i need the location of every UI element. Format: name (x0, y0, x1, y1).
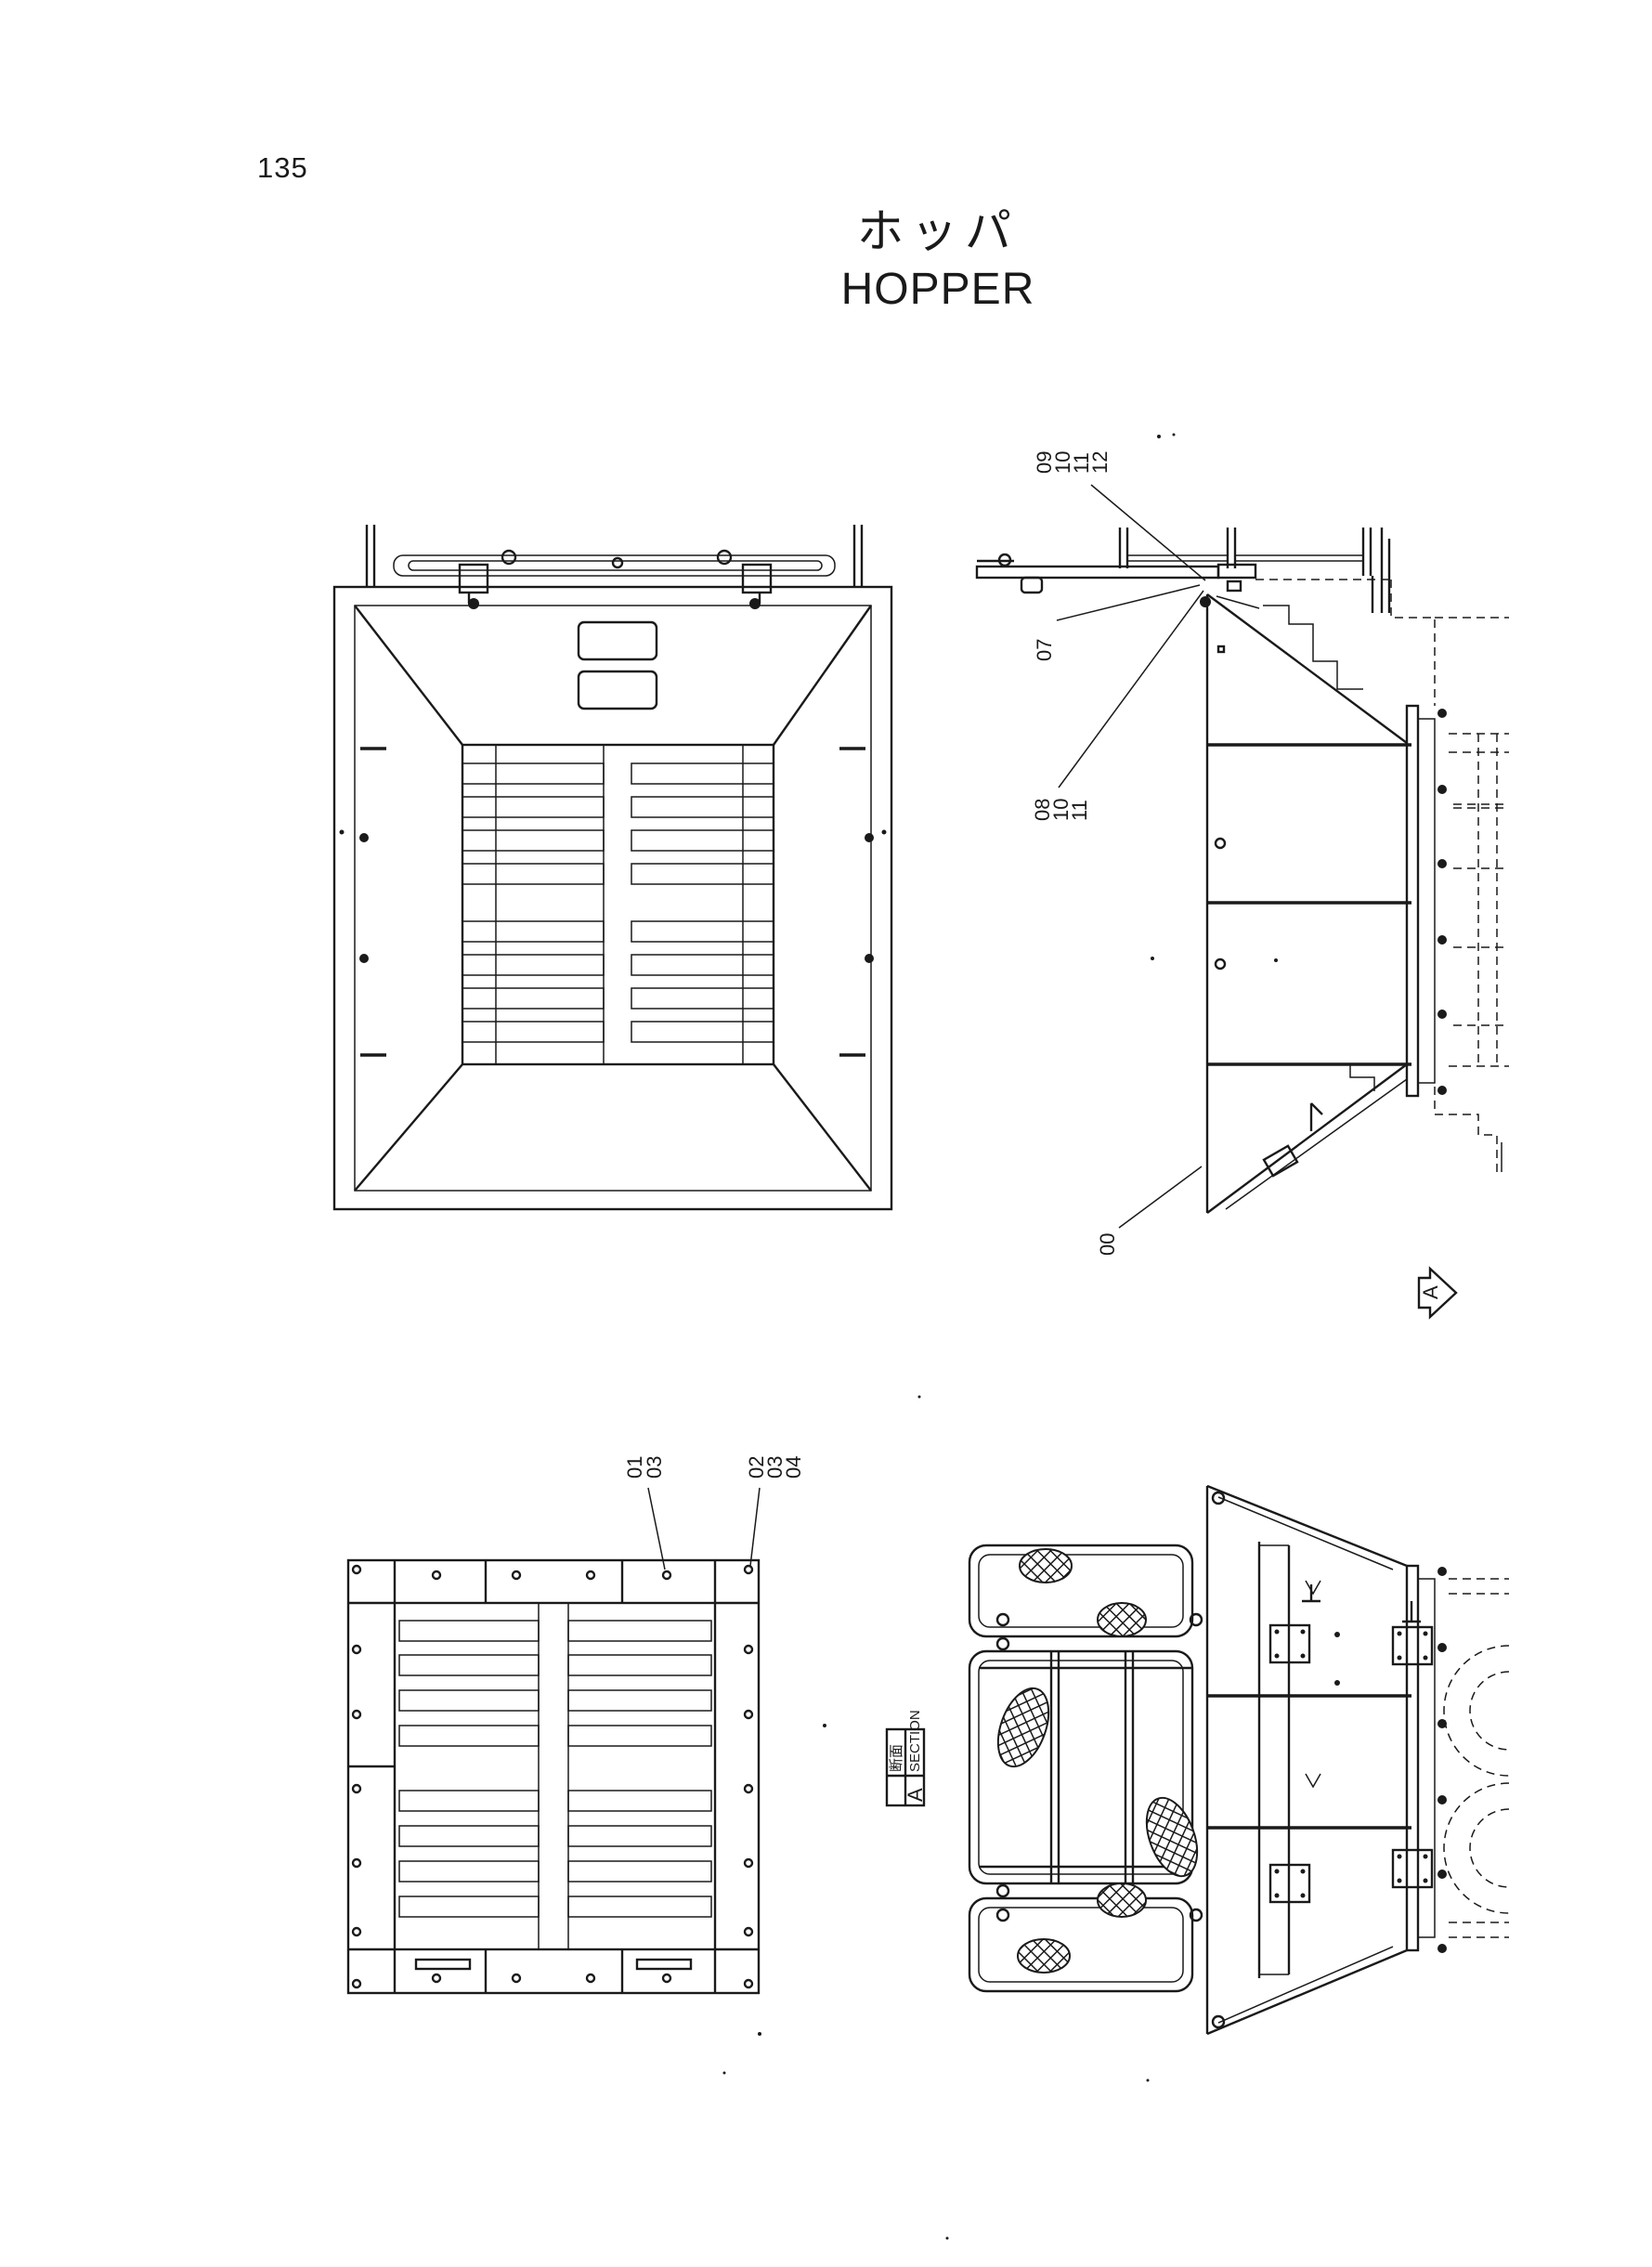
callout-12: 12 (1088, 451, 1112, 474)
callout-08: 08 (1031, 799, 1054, 821)
title-block: ホッパ HOPPER (734, 201, 1142, 318)
title-japanese: ホッパ (857, 204, 1019, 258)
callout-03: 03 (643, 1456, 666, 1479)
plan-outlet-opening (461, 743, 775, 1066)
bottom-callouts: 01 03 02 03 04 (623, 1456, 805, 1479)
section-label-letter: A (904, 1788, 927, 1802)
side-view: 09 10 11 12 07 08 10 11 00 A (975, 451, 1509, 1320)
callout-10b: 10 (1049, 799, 1073, 821)
section-label-en: SECTION (907, 1710, 923, 1772)
callout-04: 04 (782, 1456, 805, 1479)
view-arrow-a: A (1417, 1266, 1458, 1320)
side-callouts: 09 10 11 12 07 08 10 11 00 (1031, 451, 1119, 1256)
view-arrow-letter: A (1419, 1285, 1442, 1299)
section-dashed-machinery (1443, 1578, 1510, 1938)
plan-view (332, 525, 893, 1211)
section-a-badge: 断面 SECTION A (885, 1710, 927, 1807)
title-english: HOPPER (840, 265, 1035, 314)
callout-10: 10 (1051, 451, 1074, 474)
plan-inner-rim (354, 605, 872, 1192)
bottom-grate (398, 1603, 712, 1949)
bottom-opening (393, 1601, 717, 1951)
page-number: 135 (257, 151, 308, 184)
side-flange (1405, 704, 1420, 1098)
callout-01: 01 (623, 1456, 646, 1479)
callout-11b: 11 (1068, 800, 1091, 821)
inspection-window (577, 620, 658, 661)
callout-00: 00 (1096, 1233, 1119, 1256)
bottom-frame (346, 1558, 761, 1995)
side-grate-dashed (1434, 733, 1509, 1172)
section-guard-rails (968, 1544, 1203, 1993)
inspection-window (577, 670, 658, 710)
callout-11: 11 (1070, 452, 1093, 474)
plan-view-top-fixtures (365, 525, 864, 609)
callout-07: 07 (1033, 639, 1056, 661)
plan-grate (462, 745, 774, 1064)
section-label-jp: 断面 (889, 1744, 904, 1772)
bottom-view: 01 03 02 03 04 (346, 1456, 805, 1995)
section-a-view (968, 1484, 1510, 2036)
plan-outer-rim (332, 585, 893, 1211)
callout-09: 09 (1033, 451, 1056, 474)
scan-specks (722, 433, 1278, 2240)
callout-03b: 03 (763, 1456, 787, 1479)
side-top-bar (975, 565, 1220, 580)
callout-02: 02 (745, 1456, 768, 1479)
